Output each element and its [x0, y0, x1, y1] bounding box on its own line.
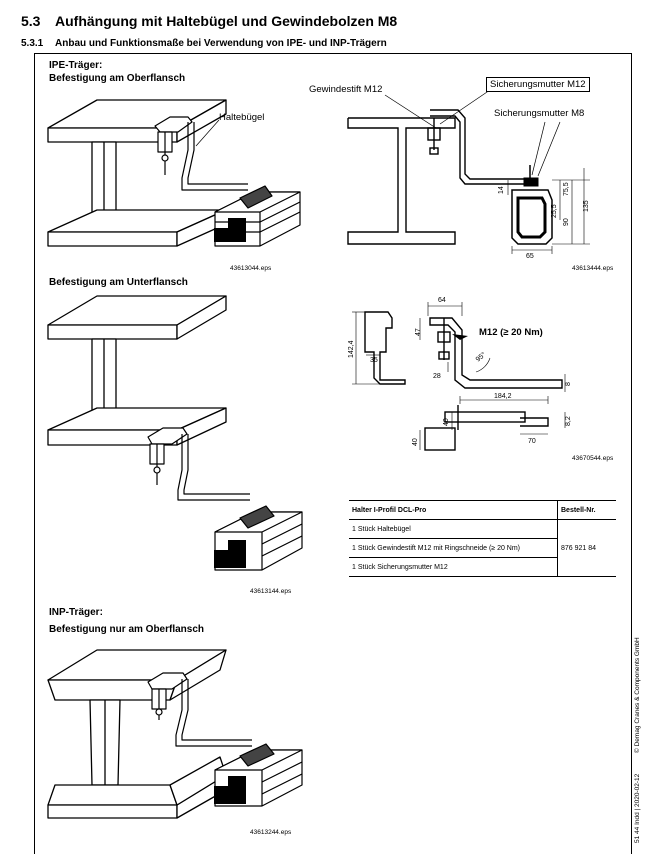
dim-64: 64	[438, 297, 446, 304]
sicherungsmutter-m12-callout: Sicherungsmutter M12	[486, 77, 590, 92]
table-header-part: Halter I-Profil DCL-Pro	[349, 500, 558, 520]
subsection-heading: 5.3.1 Anbau und Funktionsmaße bei Verwend…	[21, 38, 387, 49]
dim-14: 14	[498, 186, 505, 194]
ipe-label: IPE-Träger:	[49, 60, 103, 71]
dim-28: 28	[433, 373, 441, 380]
dim-70: 70	[528, 438, 536, 445]
gewindestift-callout: Gewindestift M12	[309, 84, 383, 95]
table-row: 1 Stück Sicherungsmutter M12	[349, 557, 616, 577]
table-row: 1 Stück Haltebügel 876 921 84	[349, 519, 616, 577]
dim-40a: 40	[443, 418, 450, 426]
section-heading: 5.3 Aufhängung mit Haltebügel und Gewinde…	[21, 13, 397, 29]
fig4-caption: 43670544.eps	[572, 455, 614, 462]
fig2-caption: 43613444.eps	[572, 265, 614, 272]
inp-oberflansch-label: Befestigung nur am Oberflansch	[49, 624, 205, 635]
fig3-caption: 43613144.eps	[250, 588, 292, 595]
dim-75-5: 75,5	[563, 182, 570, 196]
table-cell-part: 1 Stück Gewindestift M12 mit Ringschneid…	[349, 538, 558, 558]
dim-142-4: 142,4	[348, 340, 355, 358]
sicherungsmutter-m8-callout: Sicherungsmutter M8	[494, 108, 585, 119]
dim-40b: 40	[412, 438, 419, 446]
side-footer: 51 44 Indd | 2020-02-12 © Demag Cranes & …	[634, 637, 641, 843]
dim-47: 47	[415, 328, 422, 336]
m12-torque-callout: M12 (≥ 20 Nm)	[479, 327, 543, 338]
parts-table: Halter I-Profil DCL-Pro Bestell-Nr. 1 St…	[349, 500, 616, 577]
dim-90: 90	[563, 218, 570, 226]
subsection-title: Anbau und Funktionsmaße bei Verwendung v…	[55, 38, 387, 49]
inp-label: INP-Träger:	[49, 607, 103, 618]
dim-8-2: 8,2	[565, 416, 572, 426]
ipe-unterflansch-label: Befestigung am Unterflansch	[49, 277, 188, 288]
section-title: Aufhängung mit Haltebügel und Gewindebol…	[55, 13, 398, 29]
dim-65: 65	[526, 253, 534, 260]
table-header-row: Halter I-Profil DCL-Pro Bestell-Nr.	[349, 500, 616, 520]
dim-35: 35	[370, 357, 378, 364]
section-number: 5.3	[21, 13, 41, 29]
ipe-oberflansch-label: Befestigung am Oberflansch	[49, 73, 186, 84]
dim-184-2: 184,2	[494, 393, 512, 400]
haltebuegel-callout: Haltebügel	[219, 112, 265, 123]
dim-25-5: 25,5	[551, 204, 558, 218]
copyright: © Demag Cranes & Components GmbH	[634, 637, 641, 753]
table-cell-part: 1 Stück Sicherungsmutter M12	[349, 557, 558, 577]
table-cell-order-no: 876 921 84	[557, 519, 616, 577]
dim-8: 8	[565, 382, 572, 386]
doc-reference: 51 44 Indd | 2020-02-12	[634, 773, 641, 843]
table-header-order: Bestell-Nr.	[557, 500, 616, 520]
fig1-caption: 43613044.eps	[230, 265, 272, 272]
table-row: 1 Stück Gewindestift M12 mit Ringschneid…	[349, 538, 616, 558]
dim-135: 135	[583, 200, 590, 212]
subsection-number: 5.3.1	[21, 38, 44, 49]
fig5-caption: 43613244.eps	[250, 829, 292, 836]
figure-frame	[34, 53, 632, 854]
table-cell-part: 1 Stück Haltebügel	[349, 519, 558, 539]
